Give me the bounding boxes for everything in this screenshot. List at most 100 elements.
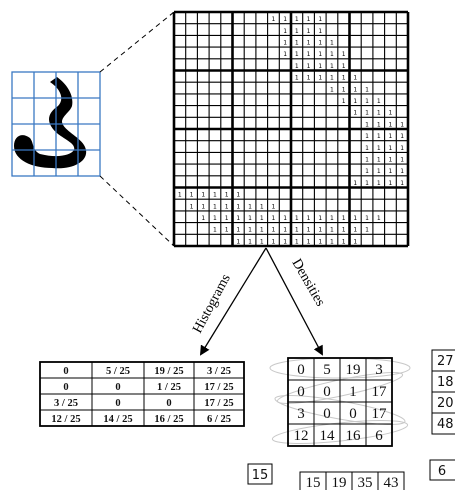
histogram-value: 16 / 25 — [154, 414, 183, 425]
pixel-one: 1 — [377, 121, 381, 128]
pixel-one: 1 — [190, 192, 194, 199]
pixel-one: 1 — [353, 98, 357, 105]
pixel-one: 1 — [365, 98, 369, 105]
pixel-one: 1 — [295, 28, 299, 35]
pixel-one: 1 — [213, 192, 217, 199]
pixel-one: 1 — [318, 63, 322, 70]
pixel-one: 1 — [365, 180, 369, 187]
right-partial-value: 6 — [438, 464, 446, 479]
histogram-value: 17 / 25 — [204, 398, 233, 409]
pixel-one: 1 — [236, 192, 240, 199]
pixel-one: 1 — [225, 215, 229, 222]
pixel-one: 1 — [400, 145, 404, 152]
pixel-one: 1 — [272, 203, 276, 210]
right-partial-box: 6 — [430, 460, 455, 480]
pixel-one: 1 — [272, 215, 276, 222]
pixel-one: 1 — [365, 168, 369, 175]
pixel-one: 1 — [318, 40, 322, 47]
density-value: 0 — [297, 384, 305, 400]
pixel-one: 1 — [318, 51, 322, 58]
pixel-one: 1 — [248, 227, 252, 234]
density-value: 0 — [297, 362, 305, 378]
pixel-one: 1 — [201, 215, 205, 222]
pixel-one: 1 — [283, 51, 287, 58]
pixel-one: 1 — [318, 238, 322, 245]
pixel-one: 1 — [342, 98, 346, 105]
pixel-one: 1 — [201, 192, 205, 199]
histogram-value: 0 — [63, 366, 68, 377]
row-sum-value: 20 — [437, 396, 454, 411]
pixel-one: 1 — [236, 227, 240, 234]
density-value: 0 — [323, 406, 331, 422]
left-partial-box: 15 — [248, 464, 272, 484]
pixel-one: 1 — [295, 16, 299, 23]
pixel-one: 1 — [272, 16, 276, 23]
row-sum-value: 27 — [437, 354, 454, 369]
pixel-one: 1 — [353, 227, 357, 234]
pixel-one: 1 — [236, 238, 240, 245]
pixel-one: 1 — [260, 227, 264, 234]
pixel-one: 1 — [330, 238, 334, 245]
pixel-one: 1 — [318, 227, 322, 234]
histogram-value: 1 / 25 — [157, 382, 181, 393]
col-sum-value: 19 — [332, 475, 347, 490]
pixel-one: 1 — [353, 110, 357, 117]
pixel-one: 1 — [295, 51, 299, 58]
pixel-one: 1 — [236, 203, 240, 210]
pixel-one: 1 — [295, 215, 299, 222]
pixel-one: 1 — [353, 75, 357, 82]
density-value: 0 — [323, 384, 331, 400]
histogram-value: 0 — [115, 398, 120, 409]
density-value: 14 — [320, 428, 336, 444]
density-value: 3 — [297, 406, 305, 422]
histogram-value: 0 — [166, 398, 171, 409]
pixel-one: 1 — [307, 51, 311, 58]
pixel-one: 1 — [213, 215, 217, 222]
histogram-value: 0 — [63, 382, 68, 393]
pixel-one: 1 — [318, 75, 322, 82]
pixel-one: 1 — [330, 75, 334, 82]
pixel-one: 1 — [272, 227, 276, 234]
pixel-one: 1 — [353, 86, 357, 93]
row-sums: 27182048 — [432, 350, 455, 434]
pixel-one: 1 — [365, 145, 369, 152]
pixel-one: 1 — [260, 203, 264, 210]
histogram-value: 0 — [115, 382, 120, 393]
pixel-one: 1 — [400, 133, 404, 140]
pixel-one: 1 — [178, 192, 182, 199]
histogram-value: 12 / 25 — [51, 414, 80, 425]
pixel-one: 1 — [400, 180, 404, 187]
pixel-one: 1 — [225, 227, 229, 234]
pixel-one: 1 — [307, 63, 311, 70]
density-value: 5 — [323, 362, 331, 378]
pixel-one: 1 — [201, 203, 205, 210]
pixel-one: 1 — [283, 215, 287, 222]
pixel-one: 1 — [365, 215, 369, 222]
density-value: 19 — [346, 362, 361, 378]
pixel-one: 1 — [248, 203, 252, 210]
pixel-one: 1 — [295, 63, 299, 70]
density-table: 0519300117300171214166 — [270, 358, 410, 448]
pixel-one: 1 — [307, 40, 311, 47]
pixel-one: 1 — [389, 145, 393, 152]
zoom-line-bottom — [100, 176, 174, 246]
pixel-one: 1 — [389, 157, 393, 164]
pixel-one: 1 — [295, 238, 299, 245]
pixel-one: 1 — [307, 238, 311, 245]
pixel-one: 1 — [365, 133, 369, 140]
density-value: 12 — [294, 428, 309, 444]
pixel-one: 1 — [318, 28, 322, 35]
pixel-one: 1 — [225, 192, 229, 199]
col-sum-value: 15 — [306, 475, 321, 490]
pixel-one: 1 — [318, 16, 322, 23]
pixel-one: 1 — [283, 28, 287, 35]
pixel-one: 1 — [272, 238, 276, 245]
pixel-one: 1 — [330, 51, 334, 58]
density-value: 6 — [375, 428, 383, 444]
pixel-one: 1 — [400, 121, 404, 128]
pixel-one: 1 — [307, 227, 311, 234]
pixel-one: 1 — [342, 51, 346, 58]
pixel-one: 1 — [377, 180, 381, 187]
pixel-one: 1 — [307, 75, 311, 82]
pixel-one: 1 — [295, 227, 299, 234]
